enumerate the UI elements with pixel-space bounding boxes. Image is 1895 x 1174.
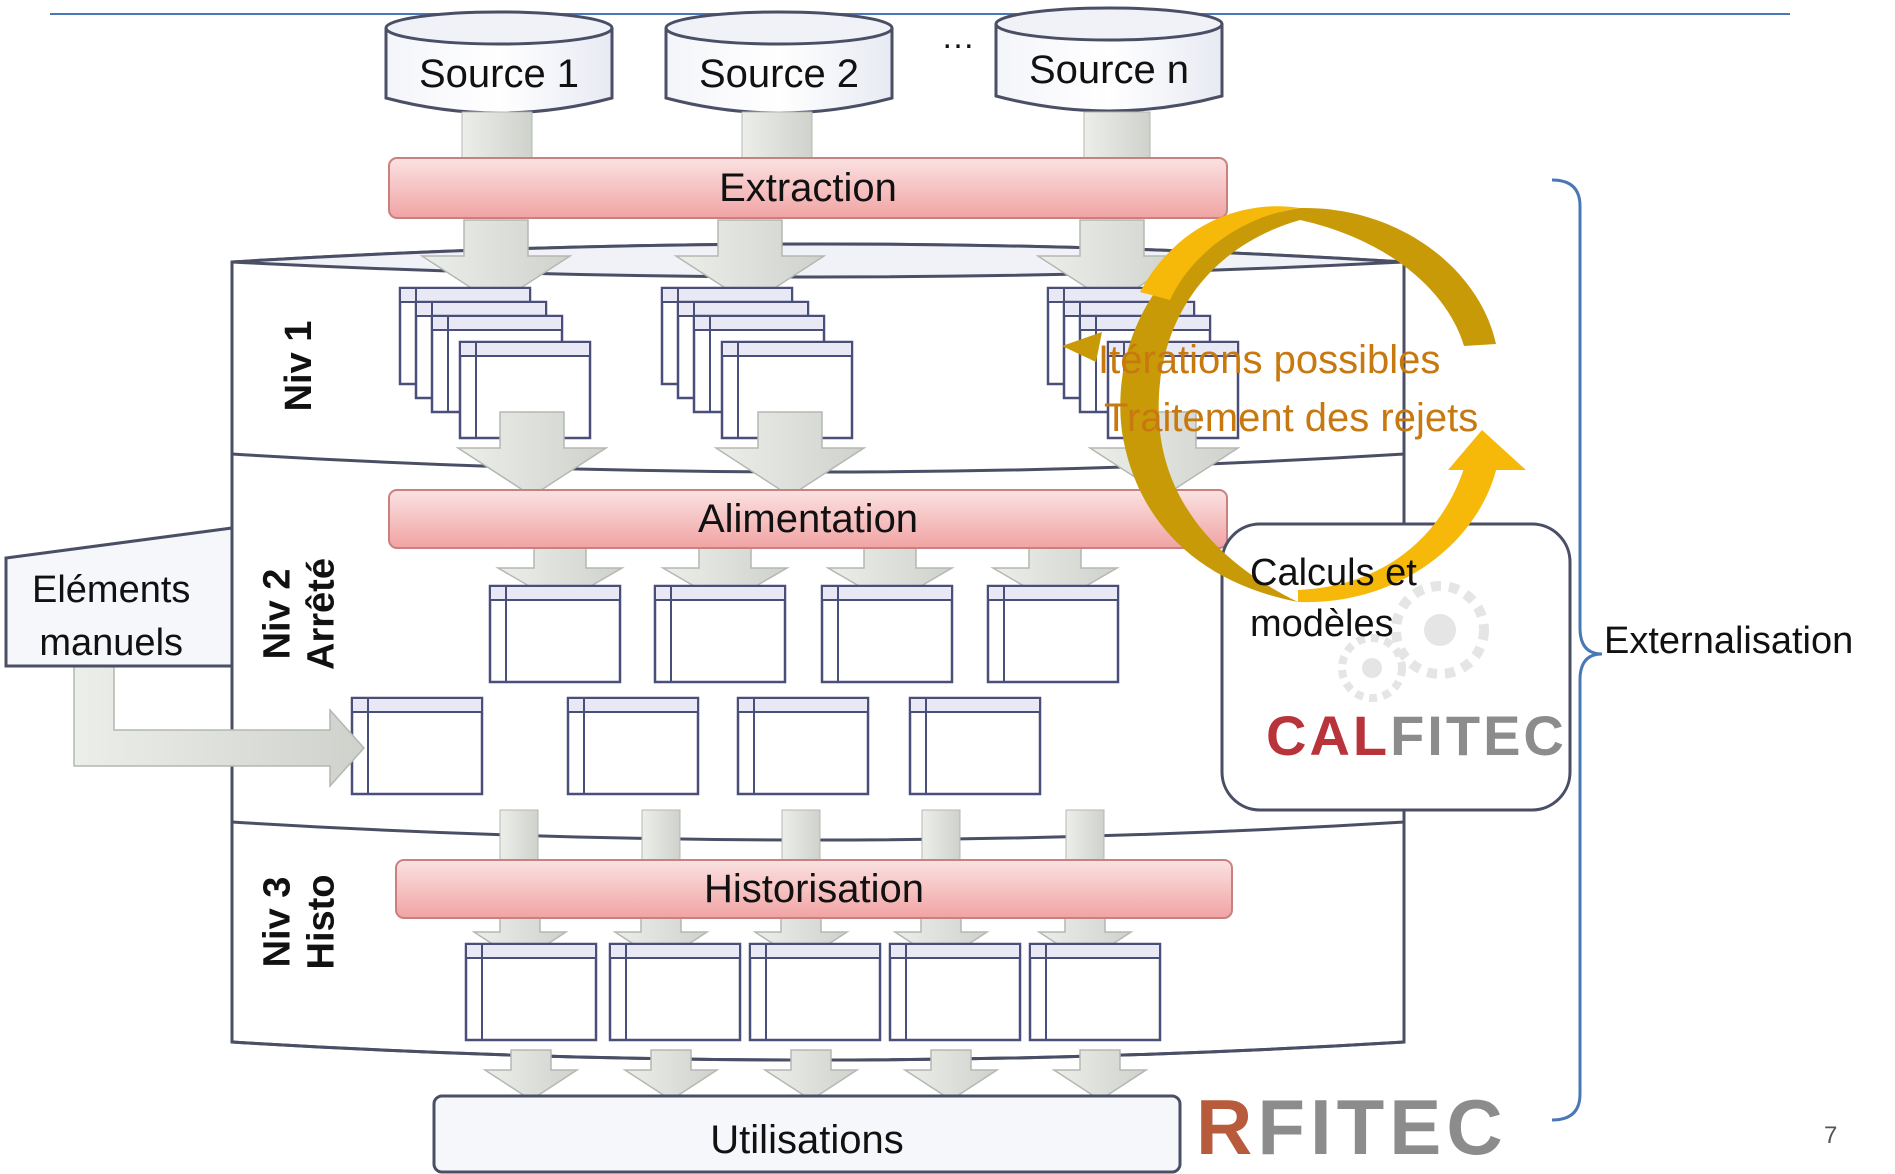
- niv3-label: Niv 3 Histo: [256, 874, 342, 970]
- manual-elements-arrow: [73, 659, 366, 788]
- source-1-label: Source 1: [418, 52, 580, 96]
- calculs-label: Calculs et modèles: [1250, 552, 1417, 646]
- niv1-label: Niv 1: [278, 320, 321, 412]
- source-2-label: Source 2: [698, 52, 860, 96]
- iteration-cycle-icon: [1062, 206, 1526, 603]
- gears-watermark-icon: [1338, 581, 1489, 702]
- alimentation-bar: [388, 489, 1228, 549]
- utilisations-label: Utilisations: [710, 1118, 904, 1162]
- sources-ellipsis: …: [941, 18, 975, 56]
- extraction-bar: [388, 157, 1228, 219]
- externalisation-label: Externalisation: [1604, 620, 1854, 662]
- iteration-line-1: Itérations possibles: [1098, 338, 1441, 382]
- niv3-tables: [464, 942, 1162, 1042]
- externalisation-brace: [1551, 178, 1603, 1122]
- manual-elements-label: Eléments manuels: [32, 569, 191, 665]
- niv2-label: Niv 2 Arrêté: [256, 558, 342, 670]
- page-number: 7: [1824, 1122, 1838, 1149]
- source-connectors: [461, 111, 1151, 163]
- iteration-line-2: Traitement des rejets: [1104, 396, 1479, 440]
- alimentation-label: Alimentation: [697, 497, 919, 541]
- rfitec-logo: RFITEC: [1196, 1083, 1508, 1171]
- historisation-label: Historisation: [703, 867, 925, 911]
- utilisations-bar: [432, 1094, 1182, 1174]
- historisation-bar: [395, 859, 1233, 919]
- source-cylinders: [384, 6, 1224, 115]
- process-bars: [388, 157, 1233, 1174]
- calfitec-logo: CALFITEC: [1266, 704, 1567, 767]
- extraction-label: Extraction: [719, 166, 897, 210]
- source-cylinder-n: [994, 6, 1224, 113]
- manual-elements-box: [4, 526, 234, 668]
- source-cylinder-1: [384, 10, 614, 115]
- source-n-label: Source n: [1028, 48, 1190, 92]
- source-cylinder-2: [664, 10, 894, 115]
